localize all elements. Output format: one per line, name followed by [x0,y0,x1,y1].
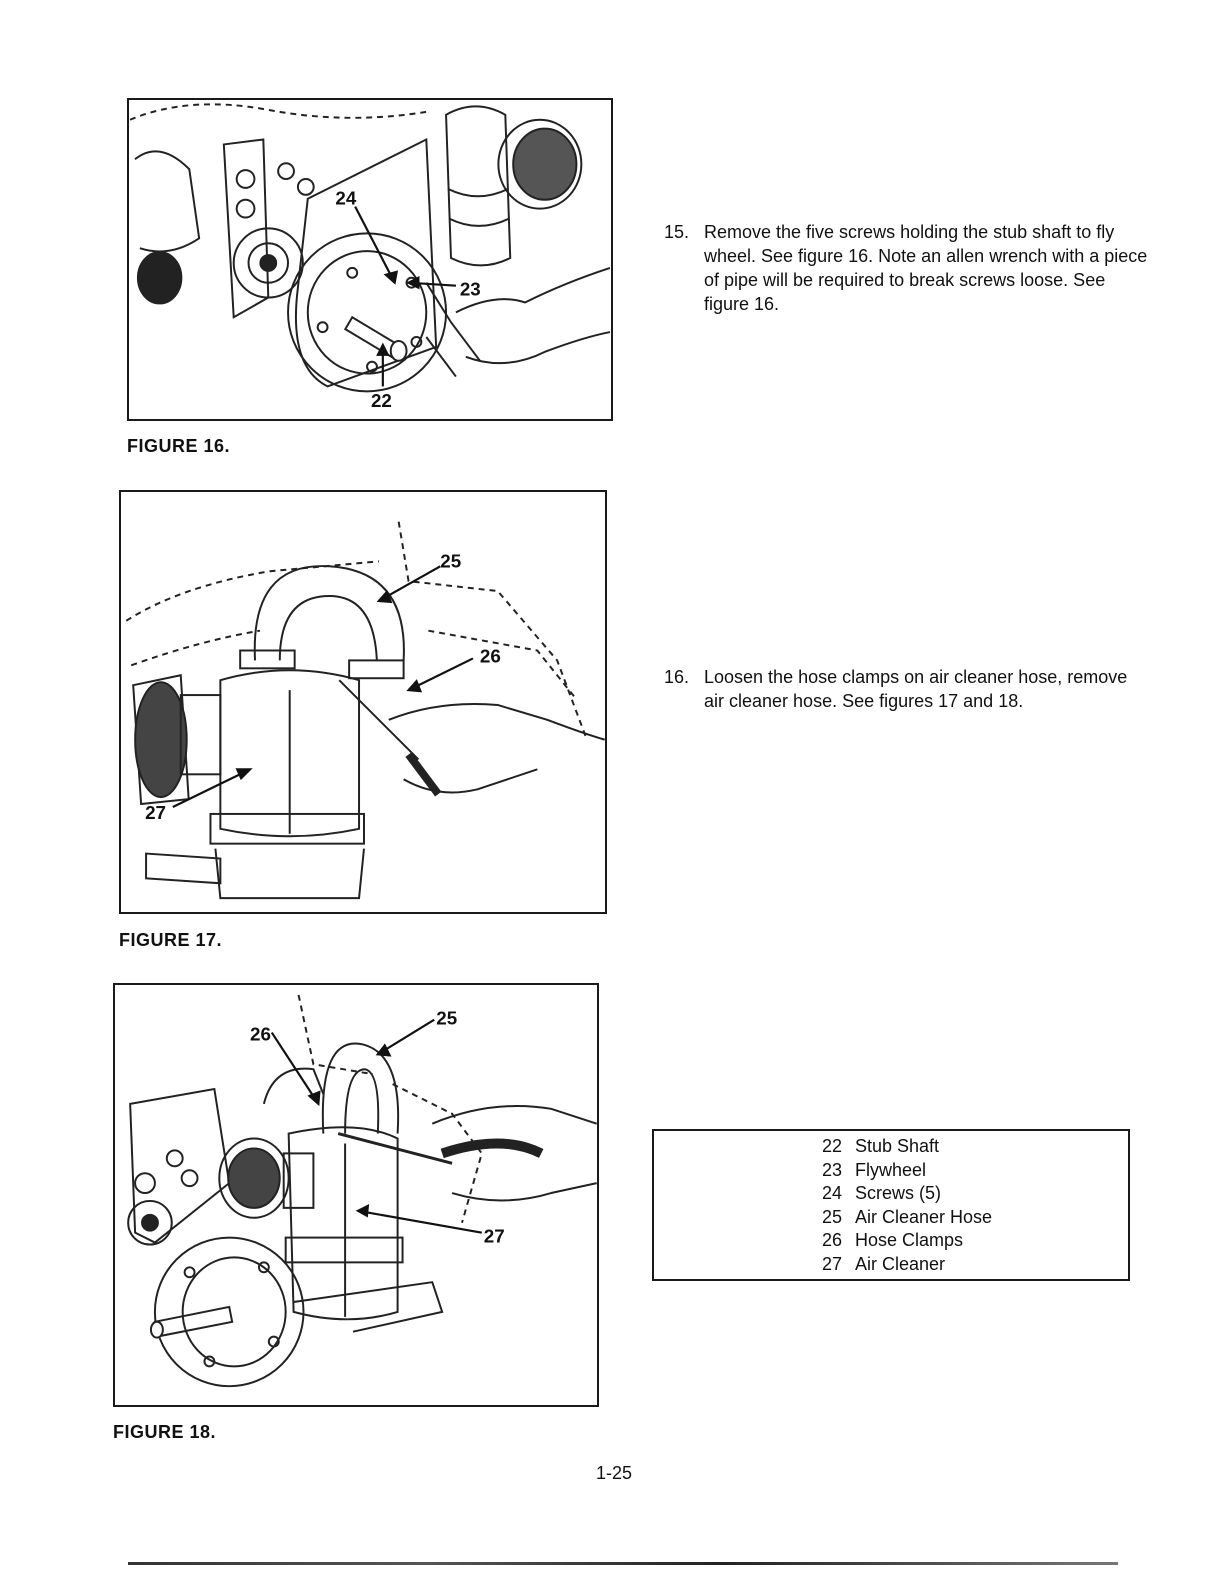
figure-16-caption: FIGURE 16. [127,436,231,456]
figure-16-callout-24: 24 [335,188,356,209]
figure-17-callout-27: 27 [145,802,166,823]
legend-row: 27 Air Cleaner [822,1253,1128,1277]
legend-number: 27 [822,1253,843,1274]
step-text: Loosen the hose clamps on air cleaner ho… [704,667,1128,711]
legend-label: Flywheel [855,1159,927,1180]
legend-number: 24 [822,1183,843,1203]
legend-row: 25 Air Cleaner Hose [822,1206,1128,1230]
page-number: 1-25 [596,1463,633,1483]
legend-label: Stub Shaft [855,1136,940,1156]
figure-17-callout-25: 25 [440,550,461,571]
legend-row: 24 Screws (5) [822,1182,1128,1206]
figure-18-illustration: 26 25 27 [113,983,599,1407]
step-text: Remove the five screws holding the stub … [704,222,1148,314]
legend-row: 23 Flywheel [822,1159,1128,1183]
legend-number: 23 [822,1159,843,1180]
legend-label: Screws (5) [855,1183,942,1203]
step-15: 15. Remove the five screws holding the s… [664,220,1148,316]
figure-18-callout-26: 26 [250,1023,271,1044]
legend-number: 25 [822,1206,843,1227]
air-cleaner-hose-drawing: 25 26 27 [125,521,605,900]
figure-18-caption: FIGURE 18. [113,1422,217,1442]
legend-number: 26 [822,1230,843,1250]
figure-16-callout-22: 22 [371,390,392,411]
legend-row: 26 Hose Clamps [822,1229,1128,1253]
legend-label: Air Cleaner Hose [855,1206,993,1227]
figure-18-callout-25: 25 [436,1008,457,1029]
step-number: 16. [664,667,690,687]
figure-17-illustration: 25 26 27 [119,490,607,914]
engine-flywheel-drawing: 24 23 22 [129,103,611,411]
figure-16-illustration: 24 23 22 [127,98,613,421]
legend-label: Air Cleaner [855,1253,946,1274]
step-number: 15. [664,222,690,242]
figure-17-caption: FIGURE 17. [119,930,223,950]
legend-number: 22 [822,1136,843,1156]
figure-17-callout-26: 26 [480,645,501,666]
legend-row: 22 Stub Shaft [822,1135,1128,1159]
step-16: 16. Loosen the hose clamps on air cleane… [664,665,1148,713]
legend-label: Hose Clamps [855,1230,964,1250]
figure-16-callout-23: 23 [460,279,481,300]
bottom-rule [128,1562,1118,1565]
figure-18-callout-27: 27 [484,1226,505,1247]
air-cleaner-removal-drawing: 26 25 27 [127,994,597,1388]
parts-legend: 22 Stub Shaft 23 Flywheel 24 Screws (5) … [652,1129,1130,1281]
